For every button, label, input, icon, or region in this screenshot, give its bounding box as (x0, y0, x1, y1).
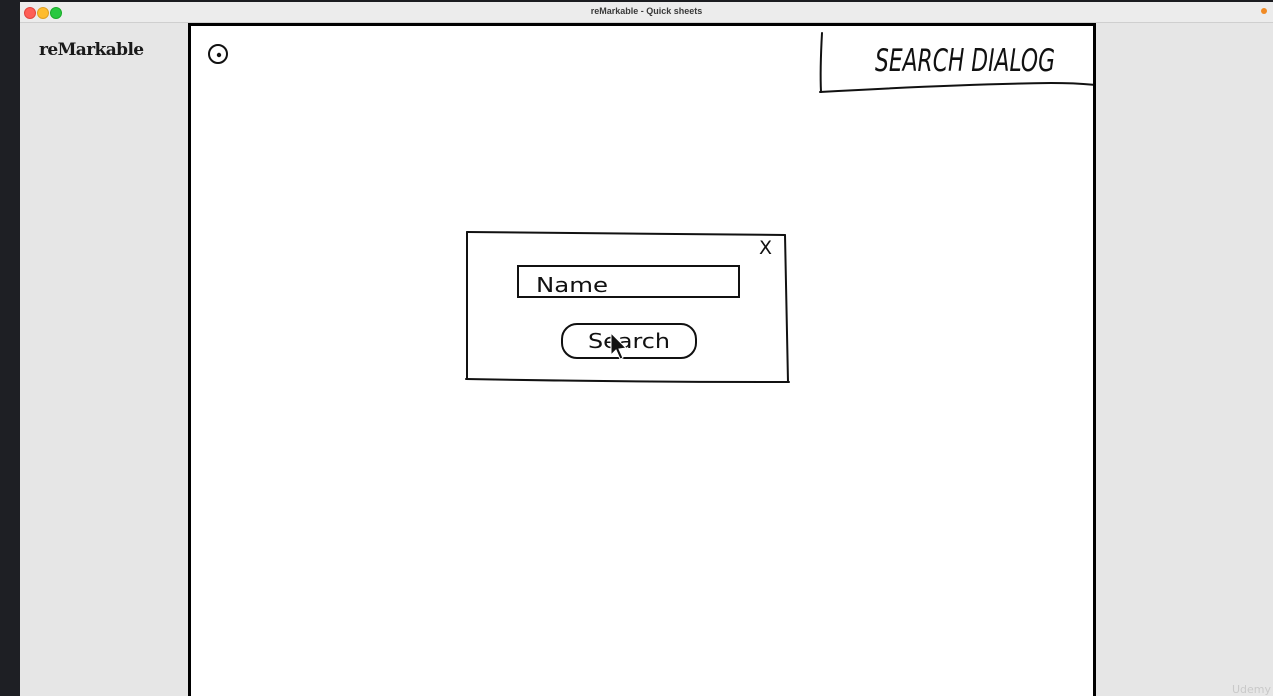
brand-logo: reMarkable (39, 40, 144, 60)
window-maximize-button[interactable] (50, 7, 62, 19)
title-bar[interactable]: reMarkable - Quick sheets (20, 2, 1273, 23)
target-circle-icon[interactable] (208, 44, 228, 64)
canvas-heading: SEARCH DIALOG (875, 43, 1055, 79)
window-title: reMarkable - Quick sheets (590, 6, 703, 16)
search-button-label: Search (588, 329, 670, 353)
search-dialog: X Name Search (465, 231, 790, 383)
sketch-drawing: SEARCH DIALOG X Name Search (208, 32, 1093, 383)
search-button[interactable]: Search (561, 323, 697, 359)
name-field-text: Name (536, 273, 608, 297)
name-field[interactable]: Name (517, 265, 740, 298)
recording-indicator-icon (1261, 8, 1267, 14)
heading-box: SEARCH DIALOG (819, 32, 1093, 93)
sidebar: reMarkable (20, 23, 188, 696)
watermark: Udemy (1231, 683, 1271, 696)
desktop-edge (0, 0, 20, 696)
app-window: reMarkable - Quick sheets reMarkable SEA… (20, 2, 1273, 696)
window-close-button[interactable] (24, 7, 36, 19)
sketch-canvas[interactable]: SEARCH DIALOG X Name Search (188, 23, 1096, 696)
window-minimize-button[interactable] (37, 7, 49, 19)
dialog-close-icon[interactable]: X (759, 237, 772, 259)
mouse-pointer-icon (610, 331, 628, 360)
